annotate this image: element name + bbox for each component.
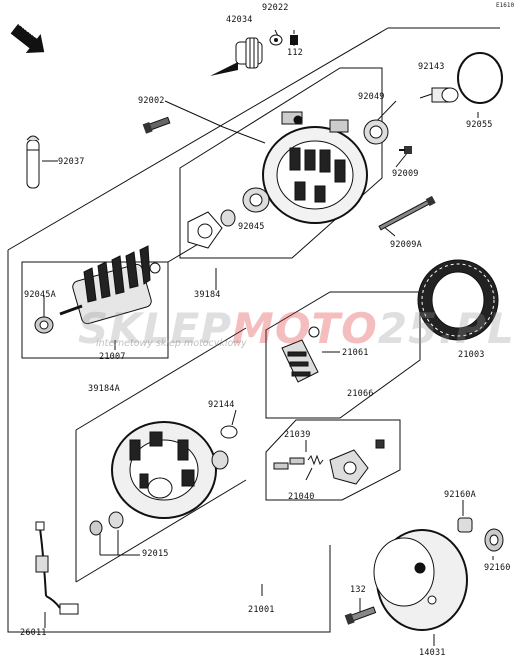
label-26011: 26011 xyxy=(20,628,47,638)
o-ring-icon xyxy=(458,53,502,103)
grommet-icon xyxy=(221,426,237,438)
label-39184a: 39184A xyxy=(88,384,120,394)
label-14031: 14031 xyxy=(419,648,446,658)
label-92015: 92015 xyxy=(142,549,169,559)
regulator-icon xyxy=(282,327,319,382)
watermark-brand: SKLEPMOTO25.PL xyxy=(78,304,515,353)
brush-spring-icon xyxy=(274,456,323,469)
watermark-tagline: internetowy sklep motocyklowy xyxy=(96,338,247,349)
bolt-92002-icon xyxy=(142,115,171,134)
label-112: 112 xyxy=(287,48,303,58)
label-92037: 92037 xyxy=(58,157,85,167)
pin-icon xyxy=(27,136,39,188)
rotor-icon xyxy=(35,246,160,333)
stator-icon xyxy=(418,260,498,340)
brush-box xyxy=(266,420,400,500)
long-bolt-icon xyxy=(378,195,436,232)
bolt-132-icon xyxy=(344,605,377,625)
label-21001: 21001 xyxy=(248,605,275,615)
label-92022: 92022 xyxy=(262,3,289,13)
rear-cover-icon xyxy=(374,530,467,630)
assembly-outline xyxy=(8,250,330,632)
front-arrow-icon xyxy=(10,24,45,53)
cap-92160-icon xyxy=(485,529,503,551)
label-92143: 92143 xyxy=(418,62,445,72)
label-21061: 21061 xyxy=(342,348,369,358)
nut-92015-icon xyxy=(90,512,123,535)
bolt-112-icon xyxy=(290,35,298,45)
regulator-box xyxy=(266,292,420,418)
label-21066: 21066 xyxy=(347,389,374,399)
corner-code: E1610 xyxy=(496,2,515,9)
label-92055: 92055 xyxy=(466,120,493,130)
label-92160a: 92160A xyxy=(444,490,476,500)
bushing-icon xyxy=(432,88,458,102)
label-92049: 92049 xyxy=(358,92,385,102)
label-21040: 21040 xyxy=(288,492,315,502)
label-92160: 92160 xyxy=(484,563,511,573)
rear-housing-icon xyxy=(112,422,216,518)
screw-92009-icon xyxy=(399,146,412,154)
bearing-92045-icon xyxy=(221,188,269,226)
label-92045: 92045 xyxy=(238,222,265,232)
bearing-92049-icon xyxy=(364,120,388,144)
label-92009: 92009 xyxy=(392,169,419,179)
label-132: 132 xyxy=(350,585,366,595)
label-42034: 42034 xyxy=(226,15,253,25)
label-39184: 39184 xyxy=(194,290,221,300)
label-92002: 92002 xyxy=(138,96,165,106)
pulley-nut-icon xyxy=(236,38,262,68)
brush-holder-icon xyxy=(330,440,384,484)
label-92045a: 92045A xyxy=(24,290,56,300)
label-92144: 92144 xyxy=(208,400,235,410)
label-92009a: 92009A xyxy=(390,240,422,250)
label-21039: 21039 xyxy=(284,430,311,440)
front-housing-icon xyxy=(263,112,367,223)
lead-wire-icon xyxy=(36,522,78,614)
label-21003: 21003 xyxy=(458,350,485,360)
retainer-plate-icon xyxy=(188,212,222,248)
label-21007: 21007 xyxy=(99,352,126,362)
cap-92160a-icon xyxy=(458,518,472,532)
